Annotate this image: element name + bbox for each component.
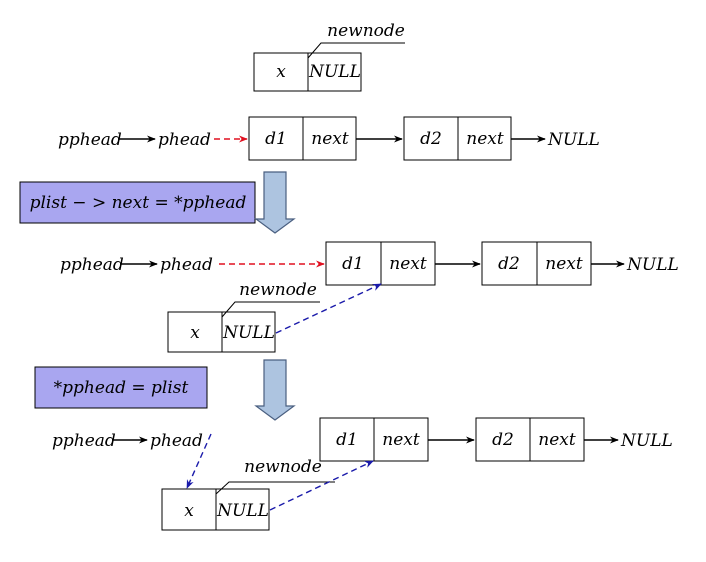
new-node-2-data: x <box>190 323 200 343</box>
new-node-3-next-arrow <box>269 460 374 511</box>
null-3-label: NULL <box>620 431 673 451</box>
node-d1-3: d1 next <box>319 417 429 462</box>
node-d2-3: d2 next <box>475 417 585 462</box>
operation-2-text: *pphead = plist <box>54 378 189 398</box>
step-1-down-arrow <box>254 171 296 234</box>
node-d1-1: d1 next <box>248 116 357 161</box>
operation-1: plist − > next = *pphead <box>19 181 256 224</box>
node-d1-3-data: d1 <box>336 430 358 450</box>
operation-1-text: plist − > next = *pphead <box>30 193 247 213</box>
new-node-3-null: NULL <box>216 501 269 521</box>
new-node-1-null: NULL <box>308 62 361 82</box>
operation-2: *pphead = plist <box>34 366 208 409</box>
newnode-3-label: newnode <box>244 457 322 477</box>
new-node-3: x NULL newnode <box>161 457 335 531</box>
new-node-3-data: x <box>184 501 194 521</box>
node-d2-2-next: next <box>545 254 583 274</box>
node-d1-2-next: next <box>389 254 427 274</box>
new-node-1: x NULL newnode <box>253 21 405 92</box>
node-d1-1-next: next <box>311 129 349 149</box>
phead-1-label: phead <box>158 130 211 150</box>
null-1-label: NULL <box>547 130 600 150</box>
newnode-1-label: newnode <box>327 21 405 41</box>
phead-3-label: phead <box>150 431 203 451</box>
null-2-label: NULL <box>626 255 679 275</box>
node-d2-1-data: d2 <box>420 129 442 149</box>
node-d2-3-next: next <box>538 430 576 450</box>
node-d2-1-next: next <box>466 129 504 149</box>
node-d1-2: d1 next <box>325 241 436 286</box>
pphead-3-label: pphead <box>52 431 116 451</box>
new-node-2: x NULL newnode <box>167 280 320 353</box>
step-2-down-arrow <box>254 359 296 421</box>
node-d1-2-data: d1 <box>342 254 364 274</box>
stage-3: pphead phead d1 next d2 next NULL x NULL… <box>52 417 673 531</box>
node-d2-2-data: d2 <box>498 254 520 274</box>
stage-2: pphead phead d1 next d2 next NULL x NULL… <box>60 241 679 353</box>
node-d1-1-data: d1 <box>265 129 287 149</box>
newnode-1-leader <box>307 42 405 59</box>
newnode-2-label: newnode <box>239 280 317 300</box>
pphead-2-label: pphead <box>60 255 124 275</box>
node-d2-3-data: d2 <box>492 430 514 450</box>
phead-2-label: phead <box>160 255 213 275</box>
node-d2-2: d2 next <box>481 241 592 286</box>
new-node-1-data: x <box>276 62 286 82</box>
newnode-3-leader <box>215 481 335 495</box>
new-node-2-null: NULL <box>222 323 275 343</box>
pphead-1-label: pphead <box>58 130 122 150</box>
node-d2-1: d2 next <box>403 116 512 161</box>
newnode-2-leader <box>221 301 320 318</box>
stage-1: x NULL newnode pphead phead d1 next d2 n… <box>58 21 600 161</box>
node-d1-3-next: next <box>382 430 420 450</box>
